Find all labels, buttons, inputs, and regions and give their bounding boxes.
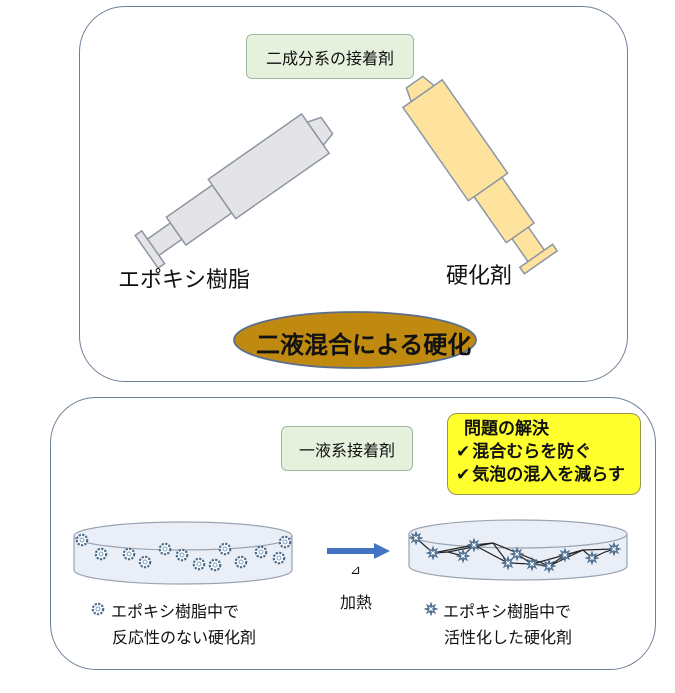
solution-box: 問題の解決 ✔混合むらを防ぐ ✔気泡の混入を減らす [447,413,641,495]
mix-ellipse [233,311,477,369]
solution-heading: 問題の解決 [464,419,549,439]
solution-item: ✔気泡の混入を減らす [456,465,625,485]
left-dish [73,521,293,585]
heat-symbol: ⊿ [350,563,361,578]
left-caption-line2: 反応性のない硬化剤 [112,628,257,647]
solution-item: ✔混合むらを防ぐ [456,442,592,462]
two-component-title: 二成分系の接着剤 [246,34,414,79]
heat-arrow [327,543,390,559]
mix-cure-label: 二液混合による硬化 [256,331,472,359]
heat-label: 加熱 [340,593,373,612]
one-component-title: 一液系接着剤 [281,426,413,471]
left-syringe [134,112,334,270]
right-caption-line2: 活性化した硬化剤 [444,628,573,647]
left-caption-line1: エポキシ樹脂中で [111,602,240,621]
right-caption-line1: エポキシ樹脂中で [443,602,572,621]
hardener-label: 硬化剤 [446,264,513,289]
check-icon: ✔ [456,442,471,462]
check-icon: ✔ [456,465,471,485]
activated-particle-icon [424,602,438,616]
epoxy-resin-label: エポキシ樹脂 [118,268,251,293]
unreacted-particle-icon [91,602,105,616]
right-dish [408,519,628,581]
right-syringe [401,75,559,275]
